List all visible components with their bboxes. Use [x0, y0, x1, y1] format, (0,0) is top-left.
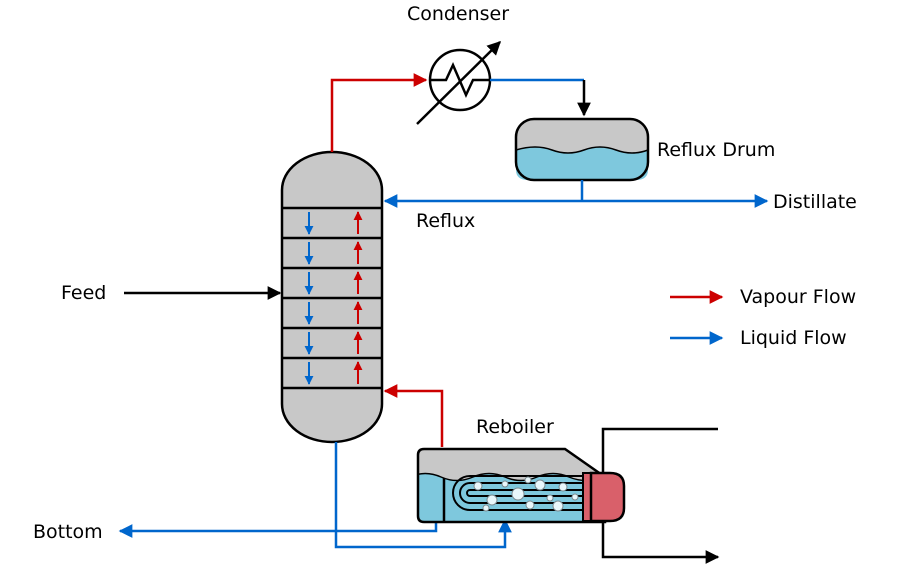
reboiler-label: Reboiler — [476, 416, 554, 438]
condenser-label: Condenser — [407, 3, 509, 25]
legend-vapour-label: Vapour Flow — [740, 286, 856, 308]
reflux-drum-gas-space — [516, 119, 648, 153]
reflux-drum-surface — [515, 146, 649, 154]
legend: Vapour Flow Liquid Flow — [670, 286, 856, 349]
reboiler-bubbles — [473, 476, 579, 512]
distillation-column — [280, 150, 384, 444]
column-bottoms-line — [334, 442, 512, 549]
reboiler-vapour-return-line — [383, 384, 444, 447]
reflux-drum — [514, 117, 650, 182]
reboiler-heater-head — [589, 471, 626, 523]
legend-liquid-label: Liquid Flow — [740, 327, 847, 349]
feed-label: Feed — [61, 282, 106, 304]
condenser-cooling-arrow — [416, 41, 501, 125]
reflux-label: Reflux — [416, 210, 475, 232]
reboiler-liquid-outlet-line — [118, 518, 438, 538]
reflux-drum-label: Reflux Drum — [657, 139, 775, 161]
condenser-coil — [430, 61, 490, 99]
heating-medium-outlet-line — [601, 521, 720, 564]
reflux-drum-liquid — [516, 147, 648, 180]
column-trays — [282, 206, 382, 390]
reboiler — [416, 447, 626, 524]
bottom-label: Bottom — [33, 521, 103, 543]
overhead-vapour-line — [330, 73, 428, 152]
reboiler-tube-bundle — [452, 475, 586, 511]
condenser — [416, 41, 501, 125]
distillate-label: Distillate — [773, 191, 857, 213]
heating-medium-inlet-line — [601, 427, 718, 473]
